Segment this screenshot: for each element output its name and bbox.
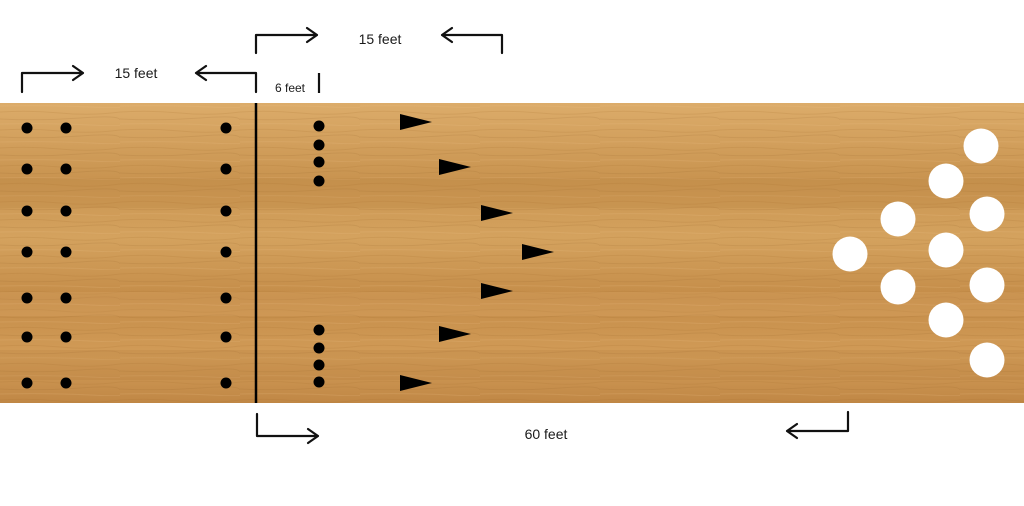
approach-dot <box>60 377 72 389</box>
approach-dot <box>220 331 232 343</box>
approach-dot <box>220 205 232 217</box>
approach-length-label: 15 feet <box>115 65 158 81</box>
lane-dot <box>313 324 325 336</box>
pin <box>928 302 964 338</box>
approach-dot <box>60 122 72 134</box>
pin <box>832 236 868 272</box>
pin <box>880 201 916 237</box>
arrows-right-arrow-icon <box>254 26 319 55</box>
lane-length-label: 60 feet <box>525 426 568 442</box>
dots-distance-label: 6 feet <box>275 81 306 95</box>
target-arrow-icon <box>481 205 513 221</box>
approach-dot <box>220 377 232 389</box>
lane-dot <box>313 175 325 187</box>
approach-dot <box>60 163 72 175</box>
approach-dot <box>60 246 72 258</box>
target-arrow-icon <box>439 326 471 342</box>
approach-dot <box>21 246 33 258</box>
lane-dot <box>313 342 325 354</box>
arrows-dimension <box>254 26 504 55</box>
approach-dot <box>60 331 72 343</box>
target-arrow-icon <box>400 375 432 391</box>
pin <box>969 342 1005 378</box>
approach-left-arrow-icon <box>194 64 258 94</box>
lane-surface <box>0 103 1024 403</box>
lane-end-left-arrow-icon <box>785 410 850 440</box>
approach-dot <box>21 377 33 389</box>
arrows-left-arrow-icon <box>440 26 504 55</box>
pin <box>880 269 916 305</box>
target-arrow-icon <box>522 244 554 260</box>
lane-dot <box>313 156 325 168</box>
approach-dot <box>220 122 232 134</box>
approach-dot <box>60 292 72 304</box>
lane-dot <box>313 120 325 132</box>
approach-dot <box>21 292 33 304</box>
approach-dot <box>60 205 72 217</box>
approach-dot <box>21 163 33 175</box>
lane-dot <box>313 139 325 151</box>
approach-dot <box>220 246 232 258</box>
approach-dot <box>220 292 232 304</box>
approach-dots <box>21 122 232 389</box>
target-arrow-icon <box>481 283 513 299</box>
pin <box>928 232 964 268</box>
approach-dimension <box>20 64 258 94</box>
pin-deck <box>832 128 1005 378</box>
lane-dot <box>313 359 325 371</box>
lane-dots <box>313 120 325 388</box>
lane-start-right-arrow-icon <box>255 412 320 445</box>
approach-dot <box>21 205 33 217</box>
target-arrow-icon <box>400 114 432 130</box>
approach-dot <box>21 331 33 343</box>
lane-length-dimension <box>255 410 850 445</box>
lane-dot <box>313 376 325 388</box>
target-arrows <box>400 114 554 391</box>
approach-right-arrow-icon <box>20 64 85 94</box>
pin <box>969 196 1005 232</box>
approach-dot <box>21 122 33 134</box>
pin <box>928 163 964 199</box>
target-arrow-icon <box>439 159 471 175</box>
approach-dot <box>220 163 232 175</box>
arrows-distance-label: 15 feet <box>359 31 402 47</box>
pin <box>969 267 1005 303</box>
pin <box>963 128 999 164</box>
